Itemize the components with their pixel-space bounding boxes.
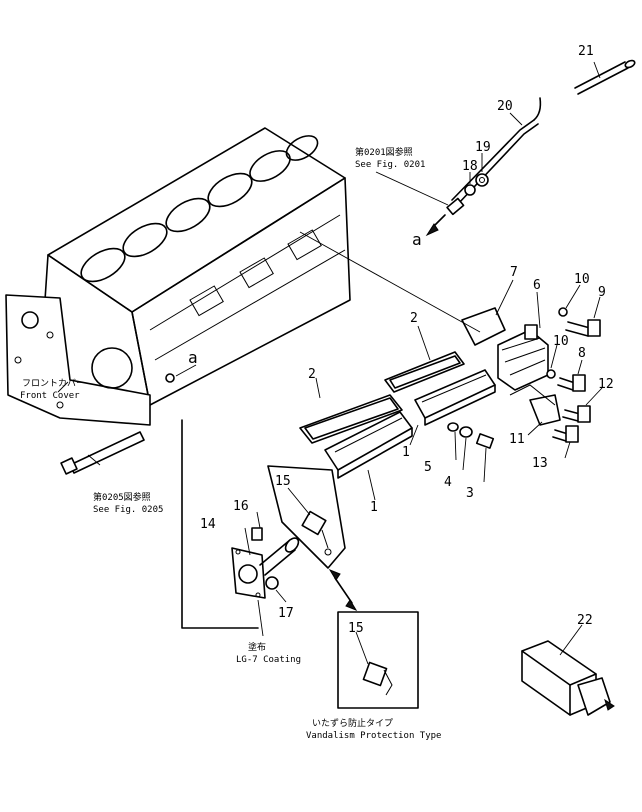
- front-cover-bolt: [60, 431, 145, 475]
- note-fig0201-jp: 第0201図参照: [355, 146, 413, 158]
- reference-notes: 第0201図参照 See Fig. 0201 フロントカバー Front Cov…: [20, 146, 441, 741]
- callout-4: 4: [444, 475, 452, 490]
- label-a-pipe: a: [412, 230, 422, 249]
- leader-lines: [57, 61, 603, 665]
- callout-16: 16: [233, 499, 249, 514]
- oil-pressure-sensor-group: [181, 419, 419, 709]
- note-fig0205-jp: 第0205図参照: [93, 491, 151, 503]
- callout-7: 7: [510, 265, 518, 280]
- dipstick-assembly: [425, 59, 636, 237]
- callout-2-right: 2: [410, 311, 418, 326]
- breather-assembly: [497, 307, 601, 443]
- note-coating-en: LG-7 Coating: [236, 655, 301, 665]
- note-vandal-en: Vandalism Protection Type: [306, 731, 441, 741]
- callout-21: 21: [578, 44, 594, 59]
- gaskets: [299, 307, 506, 444]
- callout-15-top: 15: [275, 474, 291, 489]
- callout-18: 18: [462, 159, 478, 174]
- callout-9: 9: [598, 285, 606, 300]
- callout-8: 8: [578, 346, 586, 361]
- callout-11: 11: [509, 432, 525, 447]
- callout-20: 20: [497, 99, 513, 114]
- cylinder-block: [5, 127, 351, 426]
- callout-14: 14: [200, 517, 216, 532]
- callout-10-lower: 10: [553, 334, 569, 349]
- callout-1-upper: 1: [402, 445, 410, 460]
- callout-1-lower: 1: [370, 500, 378, 515]
- note-fig0205-en: See Fig. 0205: [93, 505, 163, 515]
- callout-12: 12: [598, 377, 614, 392]
- protective-cover: [521, 640, 615, 716]
- callout-22: 22: [577, 613, 593, 628]
- callout-10-upper: 10: [574, 272, 590, 287]
- callout-6: 6: [533, 278, 541, 293]
- note-coating-jp: 塗布: [248, 641, 266, 653]
- callout-15-box: 15: [348, 621, 364, 636]
- callout-5: 5: [424, 460, 432, 475]
- side-covers: [324, 369, 496, 479]
- callout-13: 13: [532, 456, 548, 471]
- callout-numbers: 21 20 19 18 7 6 10 9 10 8 12 11 13 2 2 1…: [188, 44, 614, 636]
- callout-17: 17: [278, 606, 294, 621]
- callout-3: 3: [466, 486, 474, 501]
- note-vandal-jp: いたずら防止タイプ: [312, 717, 393, 729]
- plug-parts: [447, 422, 495, 449]
- note-front-cover-jp: フロントカバー: [22, 378, 85, 389]
- oil-port-a: [165, 373, 175, 383]
- callout-19: 19: [475, 140, 491, 155]
- note-front-cover-en: Front Cover: [20, 391, 80, 401]
- callout-2-left: 2: [308, 367, 316, 382]
- note-fig0201-en: See Fig. 0201: [355, 160, 425, 170]
- label-a-block: a: [188, 348, 198, 367]
